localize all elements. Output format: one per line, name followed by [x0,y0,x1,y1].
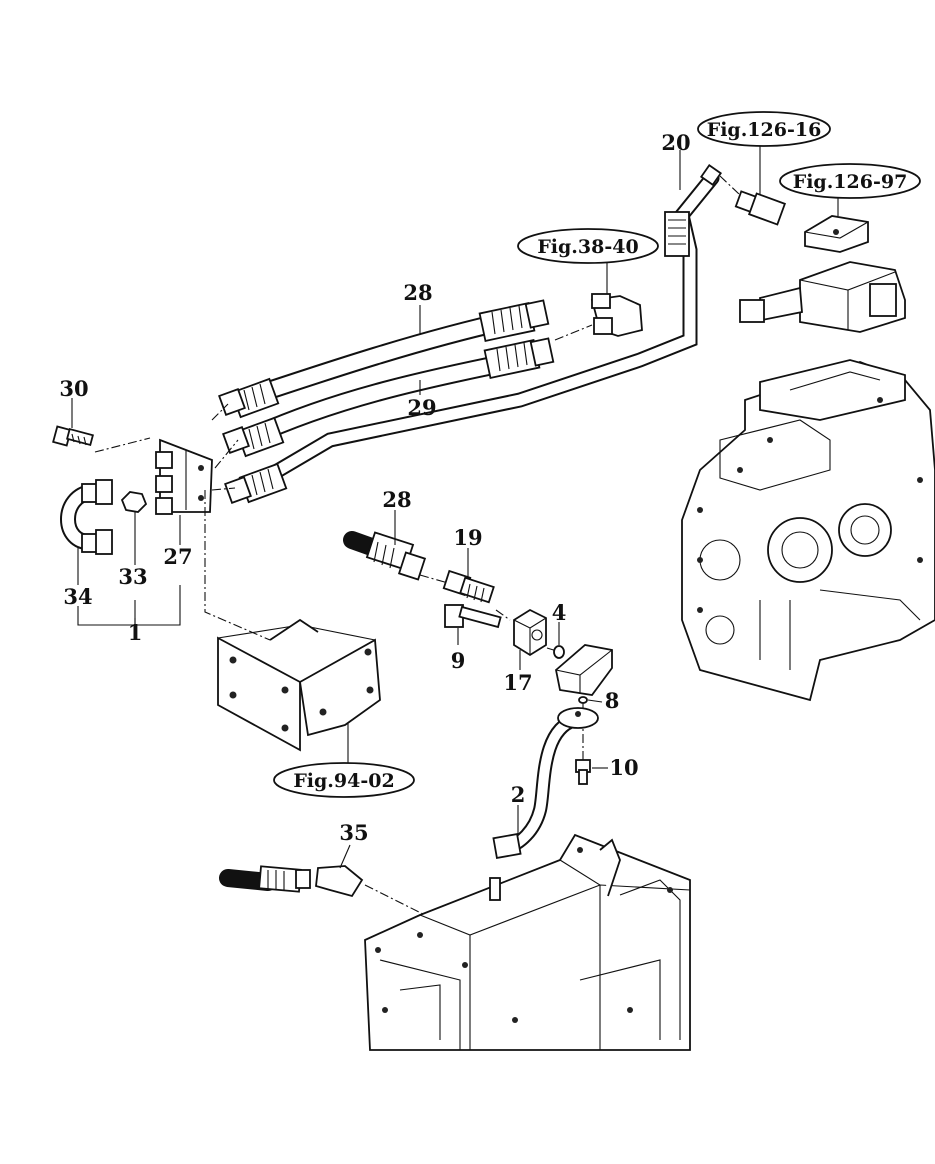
ref-fig94-02-label: Fig.94-02 [293,770,394,792]
callout-8: 8 [605,688,620,713]
support-bracket [217,618,381,752]
callout-19: 19 [453,525,482,550]
callout-9: 9 [451,648,466,673]
callout-4: 4 [552,600,567,625]
hose-28[interactable] [218,299,550,419]
callout-30: 30 [59,376,88,401]
elbow-fitting [590,293,643,337]
ref-fig126-97[interactable]: Fig.126-97 [779,163,921,199]
ref-fig126-16-label: Fig.126-16 [707,119,822,141]
o-ring-4[interactable] [553,645,565,659]
ref-fig38-40[interactable]: Fig.38-40 [517,228,659,264]
bolt-9[interactable] [444,604,502,629]
rear-housing [364,833,691,1051]
callout-17: 17 [503,670,532,695]
callout-28-top: 28 [403,280,432,305]
nut-33[interactable] [120,491,148,513]
hose-29[interactable] [222,337,555,458]
o-ring-8[interactable] [578,696,588,704]
callout-27: 27 [163,544,192,569]
fitting-19[interactable] [442,569,495,604]
valve-body [555,644,613,696]
callout-2: 2 [511,782,526,807]
valve-block-small [804,215,869,253]
ref-fig38-40-label: Fig.38-40 [537,236,638,258]
bolt-30[interactable] [52,425,94,447]
adapter-fitting [734,190,787,226]
ref-fig94-02[interactable]: Fig.94-02 [273,762,415,798]
pipe-34[interactable] [60,479,113,555]
callout-35: 35 [339,820,368,845]
callout-10: 10 [609,755,638,780]
block-17[interactable] [513,608,547,657]
bolt-10[interactable] [575,759,591,785]
tube-20[interactable] [237,163,723,498]
callout-1: 1 [128,620,143,645]
transmission-housing [681,359,935,702]
callout-34: 34 [63,584,92,609]
tube-20-end-fitting [224,462,288,504]
hose-28-detail [343,531,427,581]
group-bracket-1 [77,585,181,626]
ref-fig126-16[interactable]: Fig.126-16 [697,111,831,147]
callout-28-detail: 28 [382,487,411,512]
fitting-35[interactable] [219,865,364,898]
callout-20: 20 [661,130,690,155]
callout-33: 33 [118,564,147,589]
bracket-27[interactable] [155,438,213,515]
solenoid-valve [739,261,906,333]
callout-29: 29 [407,395,436,420]
pipe-2[interactable] [492,707,599,859]
ref-fig126-97-label: Fig.126-97 [793,171,908,193]
